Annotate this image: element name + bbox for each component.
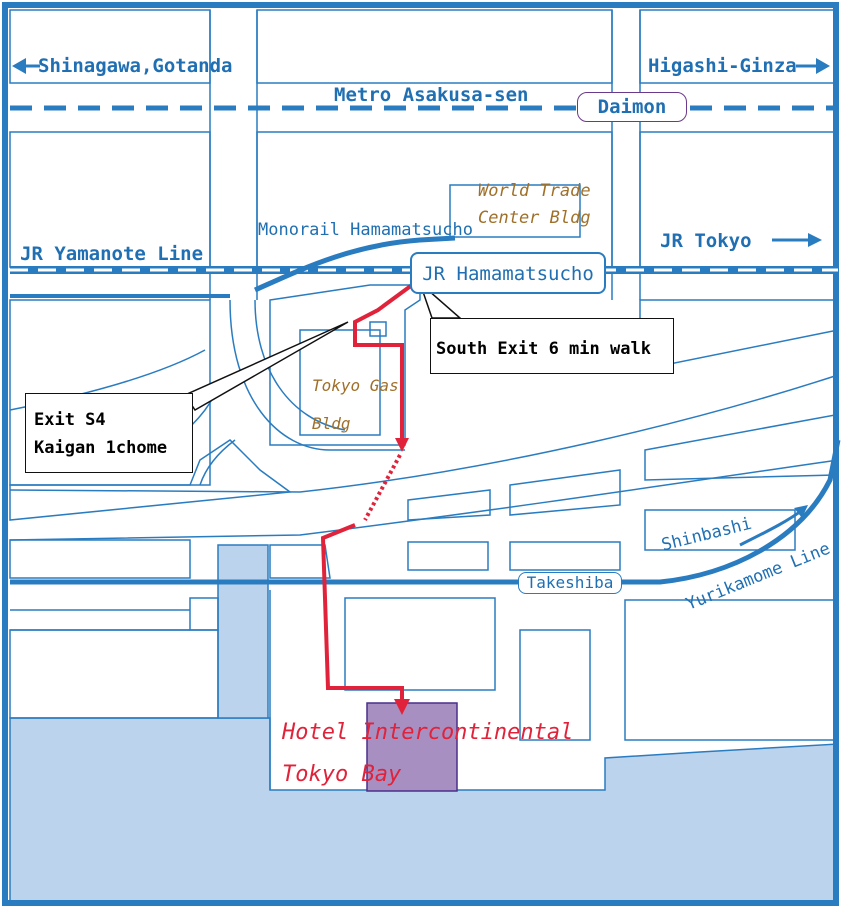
wtc-label-1: World Trade xyxy=(478,181,591,201)
walk-route xyxy=(353,283,414,440)
jr-tokyo-arrowhead xyxy=(808,233,822,247)
block xyxy=(269,544,331,579)
walk-route-south xyxy=(320,523,404,700)
block xyxy=(9,629,219,719)
block xyxy=(369,321,387,337)
block xyxy=(624,599,839,741)
hotel-building xyxy=(366,702,458,792)
exit-s4-label-2: Kaigan 1chome xyxy=(34,438,168,458)
block xyxy=(519,629,591,741)
daimon-label: Daimon xyxy=(597,96,667,118)
block xyxy=(449,184,581,238)
block xyxy=(644,414,836,481)
route-arrowhead-2 xyxy=(394,699,410,715)
jr-tokyo-label: JR Tokyo xyxy=(660,230,752,252)
hotel-label-1: Hotel Intercontinental xyxy=(282,720,574,745)
metro-line-label: Metro Asakusa-sen xyxy=(332,84,531,106)
block xyxy=(299,329,381,436)
block xyxy=(9,439,293,521)
monorail-line xyxy=(253,235,456,293)
tokyo-gas-label-2: Bldg xyxy=(312,414,351,433)
yamanote-label: JR Yamanote Line xyxy=(20,243,204,265)
monorail-label: Monorail Hamamatsucho xyxy=(258,220,473,240)
block xyxy=(9,539,191,579)
road xyxy=(10,609,190,631)
daimon-station: Daimon xyxy=(577,92,687,122)
block xyxy=(269,284,421,446)
block xyxy=(189,597,219,631)
shinagawa-label: Shinagawa,Gotanda xyxy=(38,55,233,77)
exit-s4-label-1: Exit S4 xyxy=(34,410,106,430)
walk-route-crossing xyxy=(363,454,402,521)
block xyxy=(509,469,621,516)
road xyxy=(229,299,405,451)
block xyxy=(407,489,491,521)
shinbashi-arrowhead xyxy=(794,505,808,518)
higashi-ginza-label: Higashi-Ginza xyxy=(648,55,797,77)
block xyxy=(644,509,796,551)
higashi-ginza-arrowhead xyxy=(816,58,830,74)
takeshiba-label: Takeshiba xyxy=(526,573,614,592)
yurikamome-line xyxy=(10,439,841,585)
shinagawa-arrowhead xyxy=(12,58,26,74)
exit-s4-callout: Exit S4 Kaigan 1chome xyxy=(25,393,193,473)
wtc-label-2: Center Bldg xyxy=(478,208,591,228)
road xyxy=(199,439,236,486)
block xyxy=(344,597,496,691)
road xyxy=(9,459,839,541)
south-exit-label: South Exit 6 min walk xyxy=(436,339,651,359)
block xyxy=(509,541,621,571)
jr-hamamatsucho-label: JR Hamamatsucho xyxy=(422,263,594,285)
canal-water xyxy=(217,544,269,719)
takeshiba-station: Takeshiba xyxy=(518,572,622,594)
route-arrowhead-1 xyxy=(395,438,409,452)
road xyxy=(9,374,839,493)
road xyxy=(254,299,346,431)
block xyxy=(407,541,489,571)
jr-hamamatsucho-station: JR Hamamatsucho xyxy=(410,252,606,294)
south-exit-callout: South Exit 6 min walk xyxy=(430,318,674,374)
tokyo-gas-label-1: Tokyo Gas xyxy=(312,376,399,395)
hotel-label-2: Tokyo Bay xyxy=(282,762,402,787)
block xyxy=(256,9,613,84)
